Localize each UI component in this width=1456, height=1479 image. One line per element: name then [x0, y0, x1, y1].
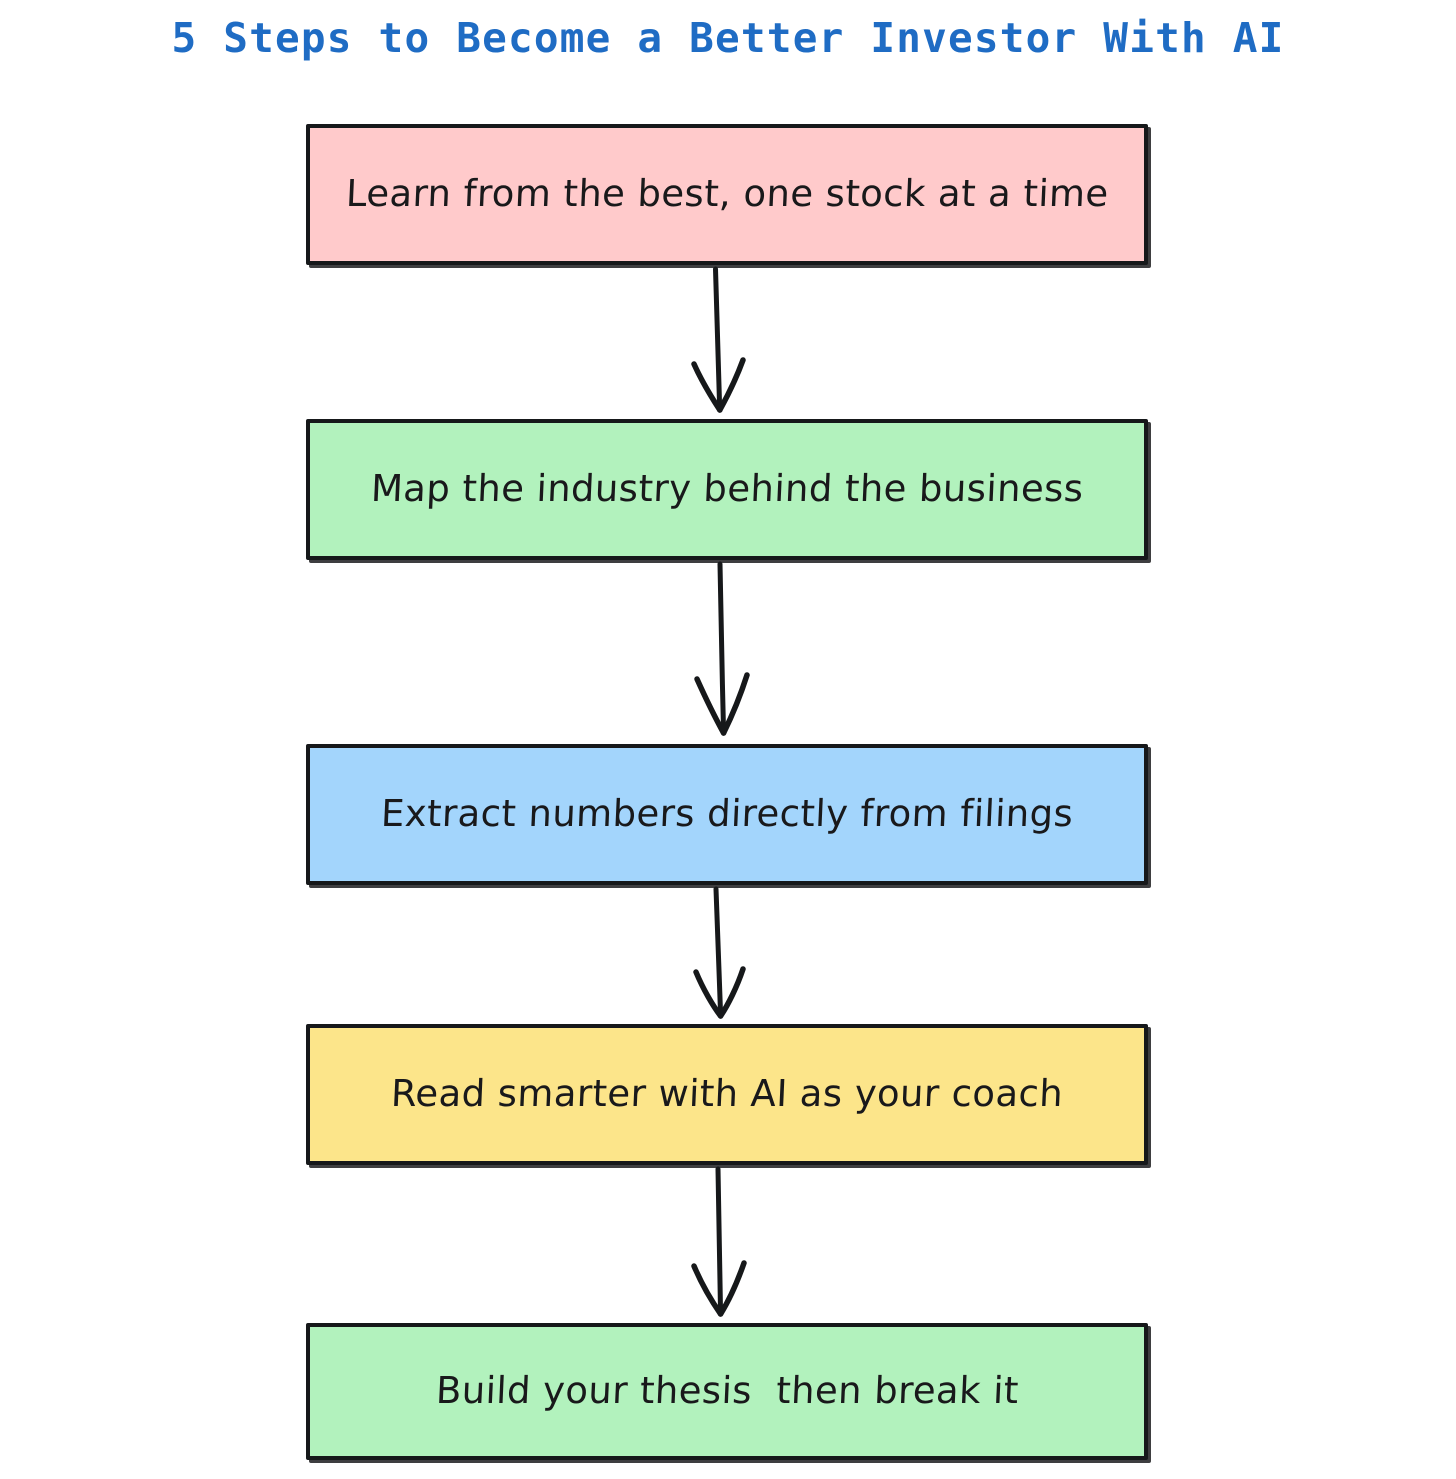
flow-node-label: Read smarter with AI as your coach	[390, 1072, 1065, 1116]
arrow-down-icon-step1-step2	[691, 266, 746, 413]
flow-node-step-1[interactable]: Learn from the best, one stock at a time	[306, 124, 1148, 265]
arrow-down-icon-step2-step3	[694, 561, 750, 736]
flow-node-label: Build your thesis then break it	[434, 1369, 1020, 1413]
flow-node-step-5[interactable]: Build your thesis then break it	[306, 1323, 1148, 1460]
arrow-down-icon-step3-step4	[693, 886, 746, 1019]
page-title: 5 Steps to Become a Better Investor With…	[171, 14, 1285, 62]
flow-node-label: Map the industry behind the business	[369, 467, 1085, 511]
flow-node-step-2[interactable]: Map the industry behind the business	[306, 419, 1148, 560]
flow-node-step-4[interactable]: Read smarter with AI as your coach	[306, 1024, 1148, 1165]
arrow-down-icon-step4-step5	[691, 1166, 747, 1317]
flow-node-label: Extract numbers directly from filings	[380, 792, 1075, 836]
flow-node-label: Learn from the best, one stock at a time	[344, 172, 1110, 216]
flow-node-step-3[interactable]: Extract numbers directly from filings	[306, 744, 1148, 885]
